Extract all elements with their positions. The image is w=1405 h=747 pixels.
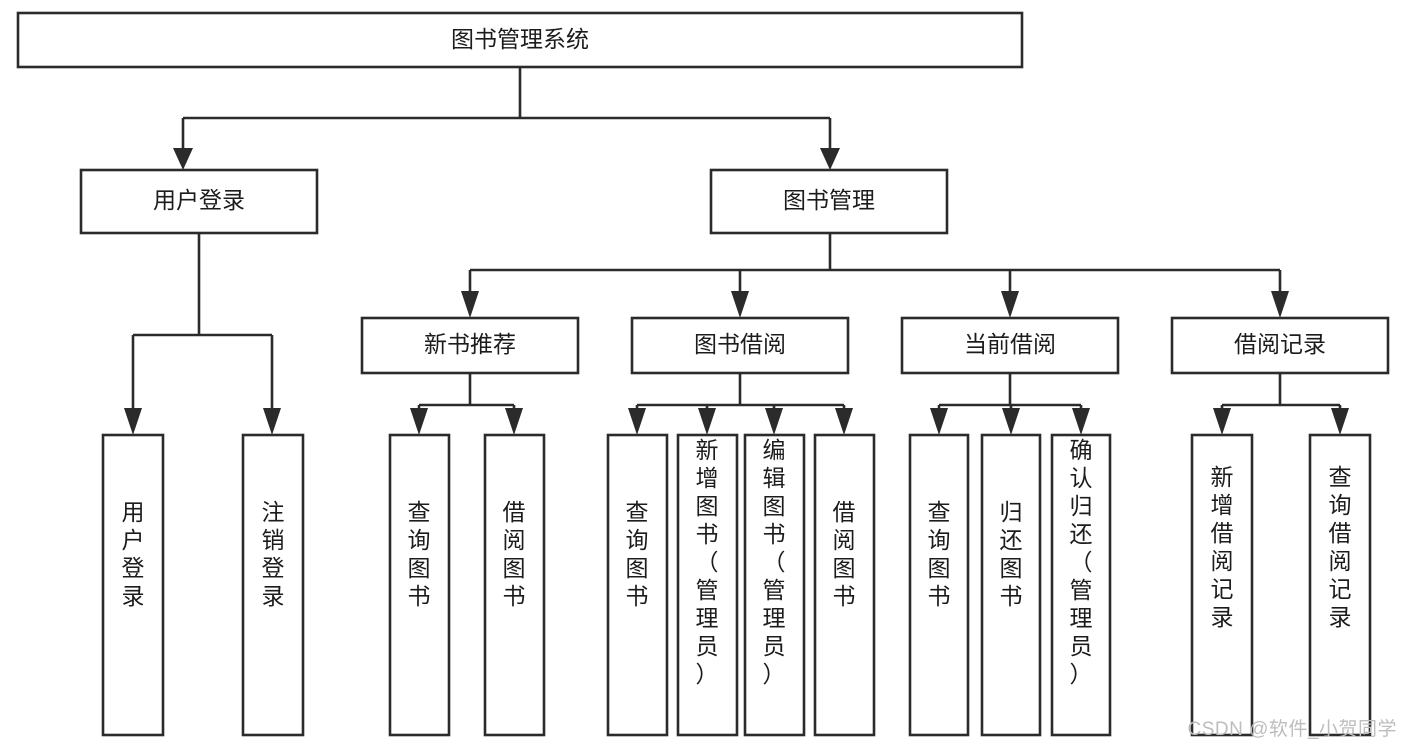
arrow-head-leaf-add-borrow-record — [1213, 408, 1231, 435]
node-user-login[interactable]: 用户登录 — [79, 168, 319, 235]
arrow-head-leaf-user-login — [124, 408, 142, 435]
leaf-node-return-books-box[interactable] — [980, 433, 1042, 737]
leaf-node-query-books-1[interactable]: 查询图书 — [388, 433, 451, 737]
node-new-book-recommend[interactable]: 新书推荐 — [360, 316, 580, 375]
node-root-label: 图书管理系统 — [451, 26, 589, 52]
arrow-head-current-borrow — [1001, 291, 1019, 318]
leaf-node-borrow-books-2-label: 借阅图书 — [833, 499, 856, 609]
leaf-node-add-book-admin-label: 新增图书（管理员） — [696, 437, 719, 687]
node-user-login-box[interactable] — [79, 168, 319, 235]
arrow-head-leaf-borrow-books-1 — [505, 408, 523, 435]
arrow-head-book-management — [820, 148, 840, 170]
leaf-node-query-borrow-record-label: 查询借阅记录 — [1329, 464, 1352, 630]
leaf-node-return-books-label: 归还图书 — [1000, 499, 1023, 609]
arrow-head-leaf-borrow-books-2 — [835, 408, 853, 435]
node-borrow-record-label: 借阅记录 — [1234, 331, 1326, 357]
node-book-management[interactable]: 图书管理 — [709, 168, 949, 235]
node-current-borrow-box[interactable] — [900, 316, 1120, 375]
leaf-node-logout-login-label: 注销登录 — [262, 499, 285, 609]
leaf-node-confirm-return-admin-label: 确认归还（管理员） — [1070, 437, 1093, 687]
leaf-node-query-books-3-box[interactable] — [908, 433, 970, 737]
arrow-head-leaf-logout-login — [263, 408, 281, 435]
leaf-node-add-borrow-record-label: 新增借阅记录 — [1211, 464, 1234, 630]
node-new-book-recommend-label: 新书推荐 — [424, 331, 516, 357]
leaf-node-add-borrow-record[interactable]: 新增借阅记录 — [1190, 433, 1254, 737]
leaf-node-add-book-admin[interactable]: 新增图书（管理员） — [676, 433, 739, 737]
connector-userlogin-to-leaves — [124, 233, 281, 435]
leaf-node-query-books-2-box[interactable] — [606, 433, 669, 737]
node-borrow-record[interactable]: 借阅记录 — [1170, 316, 1390, 375]
leaf-node-borrow-books-2[interactable]: 借阅图书 — [813, 433, 876, 737]
arrow-head-borrow-record — [1271, 291, 1289, 318]
leaf-node-add-borrow-record-box[interactable] — [1190, 433, 1254, 737]
leaf-node-user-login-label: 用户登录 — [122, 499, 145, 609]
leaf-node-confirm-return-admin-box[interactable] — [1050, 433, 1112, 737]
leaf-node-query-books-3-label: 查询图书 — [928, 499, 951, 609]
leaf-node-user-login[interactable]: 用户登录 — [101, 433, 165, 737]
leaf-node-query-books-2-label: 查询图书 — [626, 499, 649, 609]
leaf-node-borrow-books-1-label: 借阅图书 — [503, 499, 526, 609]
connector-root-to-level2 — [173, 67, 840, 170]
leaf-node-logout-login[interactable]: 注销登录 — [241, 433, 305, 737]
leaf-node-confirm-return-admin[interactable]: 确认归还（管理员） — [1050, 433, 1112, 737]
leaf-node-edit-book-admin[interactable]: 编辑图书（管理员） — [743, 433, 806, 737]
node-new-book-recommend-box[interactable] — [360, 316, 580, 375]
connector-bookborrow-to-leaves — [628, 373, 853, 435]
leaf-node-edit-book-admin-box[interactable] — [743, 433, 806, 737]
leaf-node-user-login-box[interactable] — [101, 433, 165, 737]
arrow-head-leaf-query-books-3 — [930, 408, 948, 435]
leaf-node-query-books-3[interactable]: 查询图书 — [908, 433, 970, 737]
leaf-node-edit-book-admin-label: 编辑图书（管理员） — [763, 437, 786, 687]
leaf-node-borrow-books-2-box[interactable] — [813, 433, 876, 737]
leaf-node-query-borrow-record[interactable]: 查询借阅记录 — [1308, 433, 1372, 737]
arrow-head-new-book-recommend — [461, 291, 479, 318]
csdn-watermark: CSDN @软件_小贺同学 — [1187, 719, 1397, 740]
node-current-borrow[interactable]: 当前借阅 — [900, 316, 1120, 375]
arrow-head-leaf-query-borrow-record — [1331, 408, 1349, 435]
leaf-node-add-book-admin-box[interactable] — [676, 433, 739, 737]
node-book-borrow[interactable]: 图书借阅 — [630, 316, 850, 375]
arrow-head-book-borrow — [731, 291, 749, 318]
arrow-head-leaf-add-book-admin — [698, 408, 716, 435]
node-book-borrow-label: 图书借阅 — [694, 331, 786, 357]
connector-borrowrecord-to-leaves — [1213, 373, 1349, 435]
node-root-box[interactable] — [16, 11, 1024, 69]
node-book-management-label: 图书管理 — [783, 187, 875, 213]
connector-currentborrow-to-leaves — [930, 373, 1090, 435]
leaf-node-borrow-books-1[interactable]: 借阅图书 — [483, 433, 546, 737]
arrow-head-leaf-edit-book-admin — [765, 408, 783, 435]
leaf-node-borrow-books-1-box[interactable] — [483, 433, 546, 737]
arrow-head-user-login — [173, 148, 193, 170]
node-user-login-label: 用户登录 — [153, 187, 245, 213]
node-book-management-box[interactable] — [709, 168, 949, 235]
node-current-borrow-label: 当前借阅 — [964, 331, 1056, 357]
leaf-node-query-books-2[interactable]: 查询图书 — [606, 433, 669, 737]
leaf-node-return-books[interactable]: 归还图书 — [980, 433, 1042, 737]
node-book-borrow-box[interactable] — [630, 316, 850, 375]
arrow-head-leaf-query-books-1 — [410, 408, 428, 435]
leaf-node-query-books-1-label: 查询图书 — [408, 499, 431, 609]
node-borrow-record-box[interactable] — [1170, 316, 1390, 375]
arrow-head-leaf-confirm-return-admin — [1072, 408, 1090, 435]
node-root[interactable]: 图书管理系统 — [16, 11, 1024, 69]
connector-newbook-to-leaves — [410, 373, 523, 435]
arrow-head-leaf-query-books-2 — [628, 408, 646, 435]
leaf-node-query-borrow-record-box[interactable] — [1308, 433, 1372, 737]
arrow-head-leaf-return-books — [1002, 408, 1020, 435]
leaf-node-logout-login-box[interactable] — [241, 433, 305, 737]
connector-bookmgmt-to-level3 — [461, 233, 1289, 318]
leaf-node-query-books-1-box[interactable] — [388, 433, 451, 737]
